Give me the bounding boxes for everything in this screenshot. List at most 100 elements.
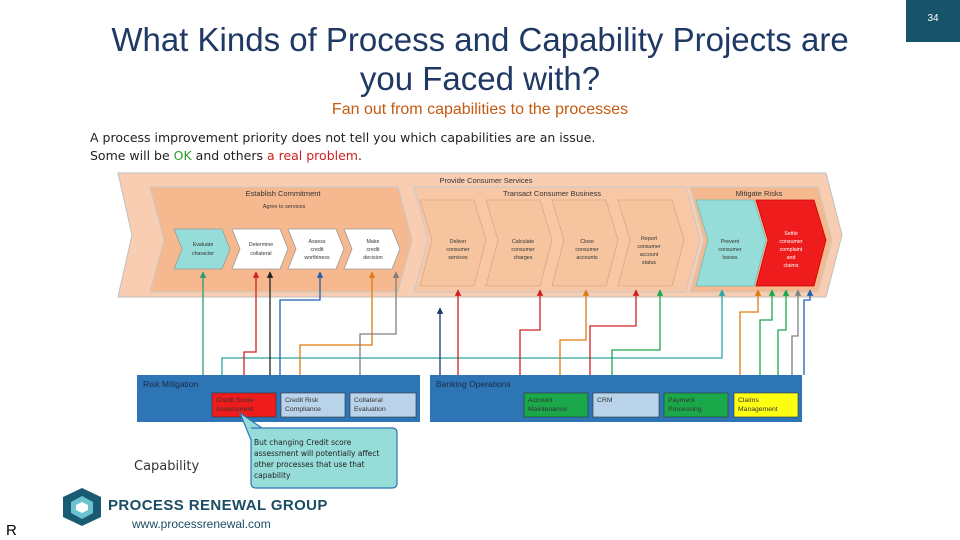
process-label-3c: worthiness [304, 255, 330, 261]
process-label-8b: consumer [637, 244, 660, 250]
intro-text: A process improvement priority does not … [90, 129, 595, 165]
process-label-9a: Prevent [721, 239, 740, 245]
process-label-10e: claims [783, 263, 798, 269]
connector-green-3 [759, 289, 776, 375]
process-label-5a: Deliver [450, 239, 467, 245]
group-transact-label: Transact Consumer Business [503, 189, 601, 198]
connector-grey-1 [359, 271, 400, 375]
process-label-7b: consumer [575, 247, 598, 253]
callout-bubble [238, 411, 398, 489]
process-label-6c: charges [514, 255, 533, 261]
capability-credit-risk-compliance [280, 392, 346, 418]
risk-mitigation-label: Risk Mitigation [143, 379, 199, 389]
connector-red-4 [589, 289, 640, 375]
title-line-2: you Faced with? [359, 60, 601, 97]
process-label-4a: Make [367, 239, 380, 245]
capability-account-maintenance [523, 392, 589, 418]
page-number-tab [906, 0, 960, 42]
process-renewal-logo-icon [63, 488, 101, 526]
process-assess-credit-worthiness [287, 228, 345, 270]
process-label-1b: character [192, 251, 214, 257]
process-label-9b: consumer [718, 247, 741, 253]
svg-text:CRM: CRM [597, 397, 613, 404]
process-label-3b: credit [311, 247, 324, 253]
callout-text: But changing Credit score assessment wil… [254, 438, 380, 480]
process-make-credit-decision [343, 228, 401, 270]
process-label-10c: complaint [780, 247, 803, 253]
process-label-6b: consumer [511, 247, 534, 253]
process-label-7c: accounts [576, 255, 598, 261]
process-determine-collateral [231, 228, 289, 270]
process-label-2a: Determine [249, 242, 273, 248]
intro-text-b: and others [191, 148, 267, 163]
capability-crm [592, 392, 660, 418]
process-label-5c: services [448, 255, 468, 261]
process-label-4b: credit [367, 247, 380, 253]
capability-claims-management [733, 392, 799, 418]
process-label-1a: Evaluate [193, 242, 214, 248]
capability-credit-score-assessment [211, 392, 277, 418]
intro-text-c: . [357, 148, 362, 163]
website-link[interactable]: www.processrenewal.com [132, 517, 271, 531]
intro-line-2: Some will be OK and others a real proble… [90, 147, 595, 165]
process-deliver-consumer-services [419, 199, 487, 287]
corner-letter: R [6, 522, 17, 539]
intro-ok: OK [173, 148, 192, 163]
process-label-8a: Report [641, 236, 657, 242]
process-label-7a: Close [580, 239, 594, 245]
capability-collateral-evaluation [349, 392, 417, 418]
group-agree-label: Agree to services [263, 204, 306, 210]
process-report-account-status [617, 199, 685, 287]
page-number: 34 [927, 13, 939, 24]
title-line-1: What Kinds of Process and Capability Pro… [111, 21, 849, 58]
intro-text-a: Some will be [90, 148, 174, 163]
connector-red-1 [243, 271, 260, 375]
process-prevent-consumer-losses [695, 199, 767, 287]
process-label-8c: account [640, 252, 659, 258]
connector-teal-1 [221, 289, 726, 375]
group-establish-label: Establish Commitment [245, 189, 321, 198]
process-label-8d: status [642, 260, 656, 266]
connector-grey-2 [791, 289, 802, 375]
process-label-10d: and [787, 255, 796, 261]
process-label-3a: Assess [308, 239, 325, 245]
intro-line-1: A process improvement priority does not … [90, 130, 596, 145]
banking-operations-label: Banking Operations [436, 379, 511, 389]
connector-green-2 [611, 289, 664, 375]
slide-subtitle: Fan out from capabilities to the process… [331, 101, 629, 118]
connector-orange-3 [739, 289, 762, 375]
value-stream-header: Provide Consumer Services [440, 176, 533, 185]
connector-orange-2 [559, 289, 590, 375]
group-mitigate-label: Mitigate Risks [736, 189, 783, 198]
process-calculate-consumer-charges [485, 199, 553, 287]
connector-lines [199, 271, 814, 375]
process-label-6a: Calculate [512, 239, 534, 245]
process-label-4c: decision [363, 255, 382, 261]
process-label-10b: consumer [779, 239, 802, 245]
process-settle-complaints-claims [755, 199, 827, 287]
connector-orange-1 [299, 271, 376, 375]
company-name: PROCESS RENEWAL GROUP [108, 497, 328, 514]
process-label-9c: losses [722, 255, 737, 261]
connector-blue-2 [803, 289, 814, 375]
process-label-5b: consumer [446, 247, 469, 253]
capability-label: Capability [134, 459, 200, 474]
connector-green-4 [777, 289, 790, 375]
slide-title: What Kinds of Process and Capability Pro… [60, 20, 900, 98]
